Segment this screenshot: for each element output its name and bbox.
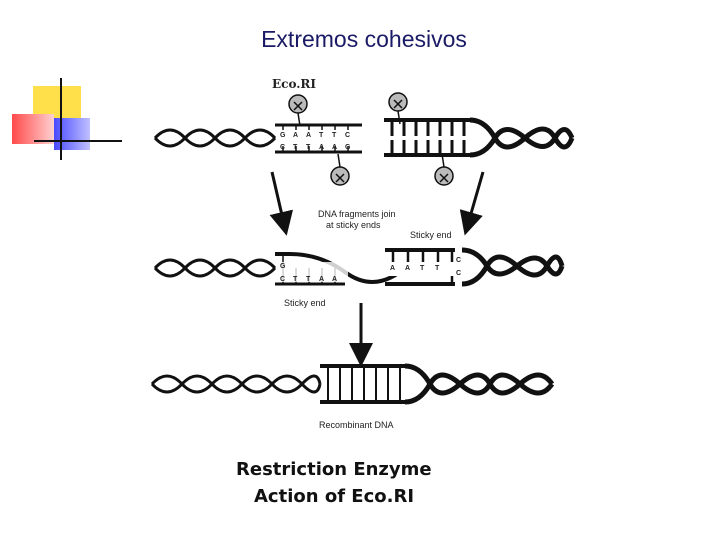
deco-red-square (12, 114, 54, 144)
base-bottom-1: C (280, 144, 285, 151)
fragment-top-left: G A A T T C C T T A A G (275, 123, 362, 154)
mid-right-base-4: T (435, 265, 440, 272)
mid-right-base-3: T (420, 265, 425, 272)
base-bottom-3: T (306, 144, 311, 151)
helix-top-right (469, 117, 575, 158)
mid-base-6: A (332, 276, 337, 283)
mid-base-2: C (280, 276, 285, 283)
helix-middle-left (153, 258, 277, 278)
helix-top-left (153, 128, 277, 148)
mid-base-3: T (293, 276, 298, 283)
sticky-end-label-right: Sticky end (410, 230, 452, 240)
mid-right-base-1: A (390, 265, 395, 272)
base-top-4: T (319, 132, 324, 139)
base-top-3: A (306, 132, 311, 139)
mid-base-5: A (319, 276, 324, 283)
fragment-top-right (384, 118, 470, 157)
mid-base-1: G (280, 263, 286, 270)
mid-right-end-2: C (456, 270, 461, 277)
base-bottom-6: G (345, 144, 351, 151)
slide-title: Extremos cohesivos (261, 26, 467, 52)
caption-line-2: Action of Eco.RI (254, 486, 414, 507)
sticky-end-label-left: Sticky end (284, 298, 326, 308)
mid-base-4: T (306, 276, 311, 283)
base-bottom-4: A (319, 144, 324, 151)
arrow-right-down (459, 171, 485, 236)
mid-right-base-2: A (405, 265, 410, 272)
helix-bottom-right (404, 363, 555, 405)
recombinant-dna-label: Recombinant DNA (319, 420, 394, 430)
deco-horizontal-line (34, 140, 122, 142)
enzyme-label: Eco.RI (272, 77, 316, 91)
mid-right-end-1: C (456, 257, 461, 264)
deco-vertical-line (60, 78, 62, 160)
helix-bottom-left (150, 374, 322, 394)
base-top-5: T (332, 132, 337, 139)
base-top-1: G (280, 132, 286, 139)
enzyme-scissors-icon (330, 153, 350, 186)
fragments-join-label-line2: at sticky ends (326, 220, 381, 230)
fragments-join-label-line1: DNA fragments join (318, 209, 396, 219)
base-top-2: A (293, 132, 298, 139)
arrow-left-down (269, 171, 293, 236)
base-bottom-2: T (293, 144, 298, 151)
helix-middle-right (461, 247, 565, 287)
base-bottom-5: A (332, 144, 337, 151)
fragment-middle-right: A A T T C C (385, 248, 461, 286)
base-top-6: C (345, 132, 350, 139)
enzyme-scissors-icon (288, 94, 308, 127)
enzyme-scissors-icon (434, 153, 454, 186)
fragment-middle-left: G C T T A A (275, 252, 402, 286)
recombinant-junction (320, 364, 405, 404)
caption-line-1: Restriction Enzyme (236, 459, 432, 480)
